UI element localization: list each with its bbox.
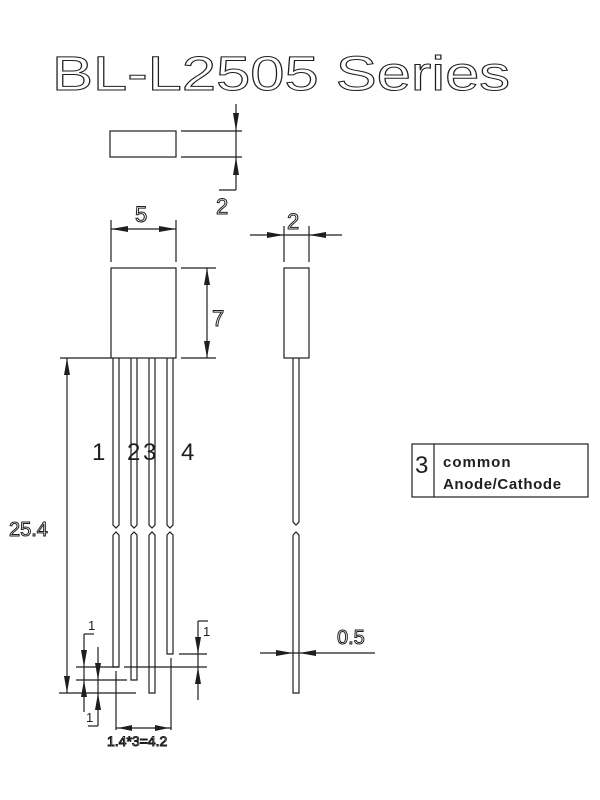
side-view: 2 0.5 bbox=[250, 209, 375, 694]
front-view: 5 7 1 2 3 4 25.4 1 1 bbox=[9, 202, 225, 750]
dim-lead-pitch: 1.4*3=4.2 bbox=[107, 733, 168, 749]
legend-line2: Anode/Cathode bbox=[443, 476, 562, 493]
drawing-title: BL-L2505 Series bbox=[52, 48, 510, 101]
dim-top-thickness: 2 bbox=[216, 194, 228, 219]
legend-pin: 3 bbox=[415, 452, 428, 479]
pin-legend: 3 common Anode/Cathode bbox=[411, 443, 589, 498]
top-view: 2 bbox=[109, 104, 242, 220]
dim-side-thickness: 2 bbox=[287, 209, 299, 234]
dim-lead-offset-b: 1 bbox=[86, 710, 93, 725]
dim-body-height: 7 bbox=[212, 306, 224, 331]
dim-lead-offset-a: 1 bbox=[88, 618, 95, 633]
dim-lead-length: 25.4 bbox=[9, 519, 48, 541]
dim-lead-width: 0.5 bbox=[337, 627, 365, 649]
dim-lead-offset-right: 1 bbox=[203, 624, 210, 639]
legend-line1: common bbox=[443, 454, 512, 471]
pin-label: 1 bbox=[92, 439, 105, 466]
pin-label: 2 bbox=[127, 439, 140, 466]
pin-label: 3 bbox=[143, 439, 156, 466]
dim-body-width: 5 bbox=[135, 202, 147, 227]
pin-label: 4 bbox=[181, 439, 194, 466]
